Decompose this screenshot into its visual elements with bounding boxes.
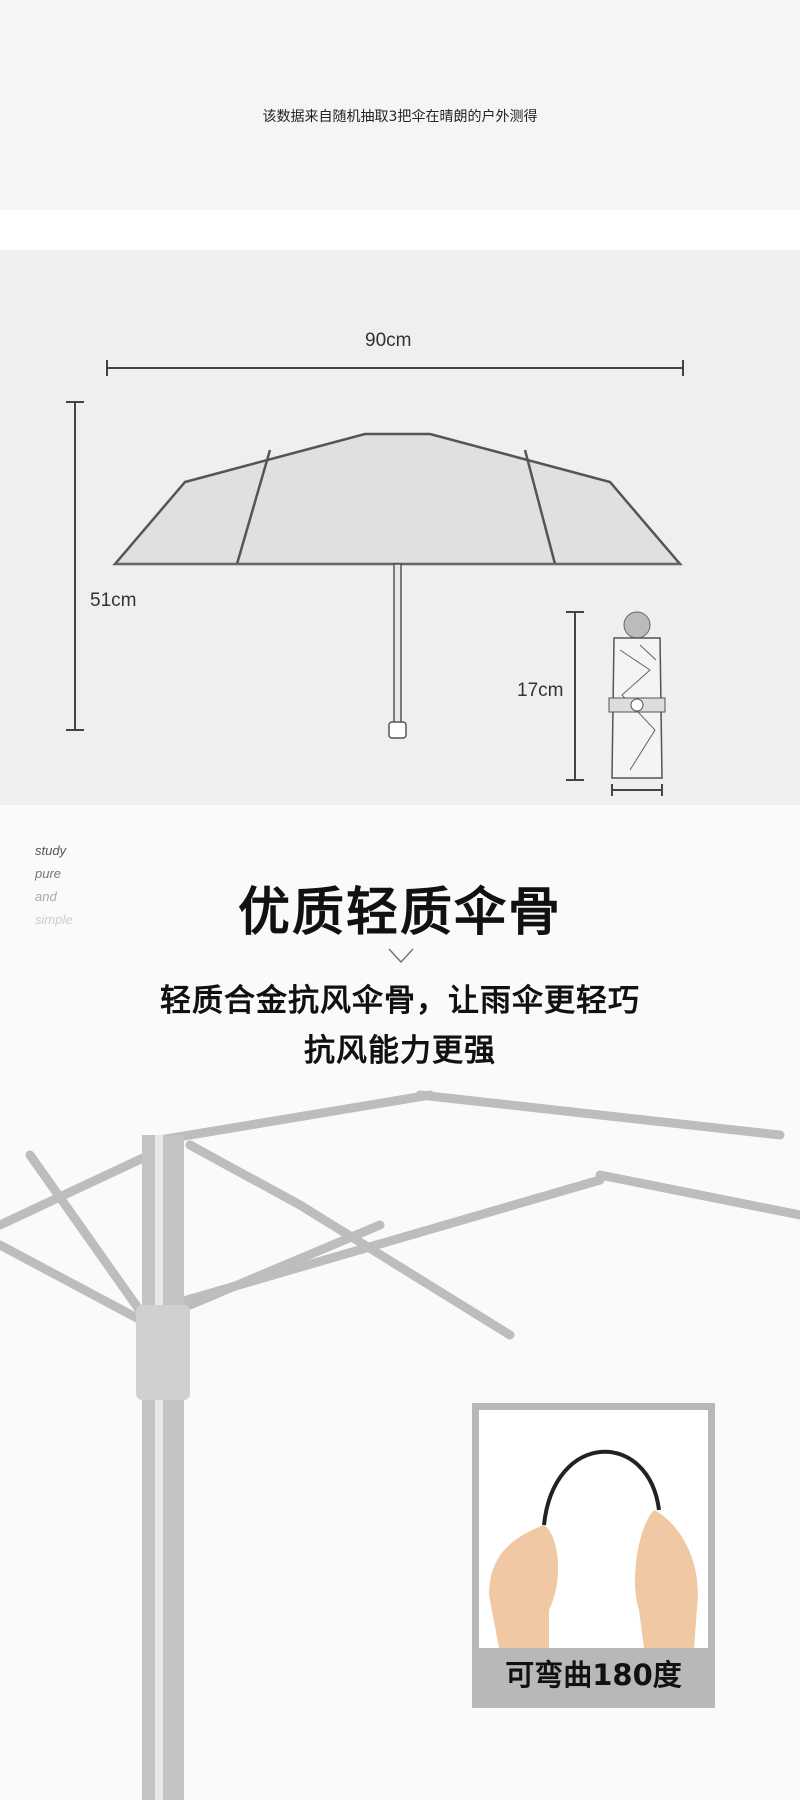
umbrella-frame-photo	[0, 1090, 800, 1800]
subtitle-line-2: 抗风能力更强	[304, 1033, 496, 1069]
umbrella-diagram	[66, 360, 684, 796]
measurement-section	[0, 0, 800, 210]
dimension-diagram: 90cm 51cm 17cm	[0, 250, 800, 805]
side-word: simple	[35, 912, 73, 927]
side-word: pure	[35, 866, 62, 881]
measurement-note: 该数据来自随机抽取3把伞在晴朗的户外测得	[262, 109, 538, 125]
height-label: 51cm	[90, 590, 137, 611]
folded-length-label: 17cm	[517, 680, 564, 701]
side-word: study	[35, 843, 67, 858]
side-word: and	[35, 889, 57, 904]
bending-rib-photo	[479, 1410, 708, 1648]
bend-caption: 可弯曲180度	[505, 1658, 682, 1692]
section-title: 优质轻质伞骨	[237, 883, 562, 943]
bend-demo-inset: 可弯曲180度	[472, 1403, 715, 1708]
chevron-down-icon	[388, 948, 414, 964]
subtitle-line-1: 轻质合金抗风伞骨，让雨伞更轻巧	[160, 983, 640, 1019]
width-label: 90cm	[365, 330, 412, 351]
